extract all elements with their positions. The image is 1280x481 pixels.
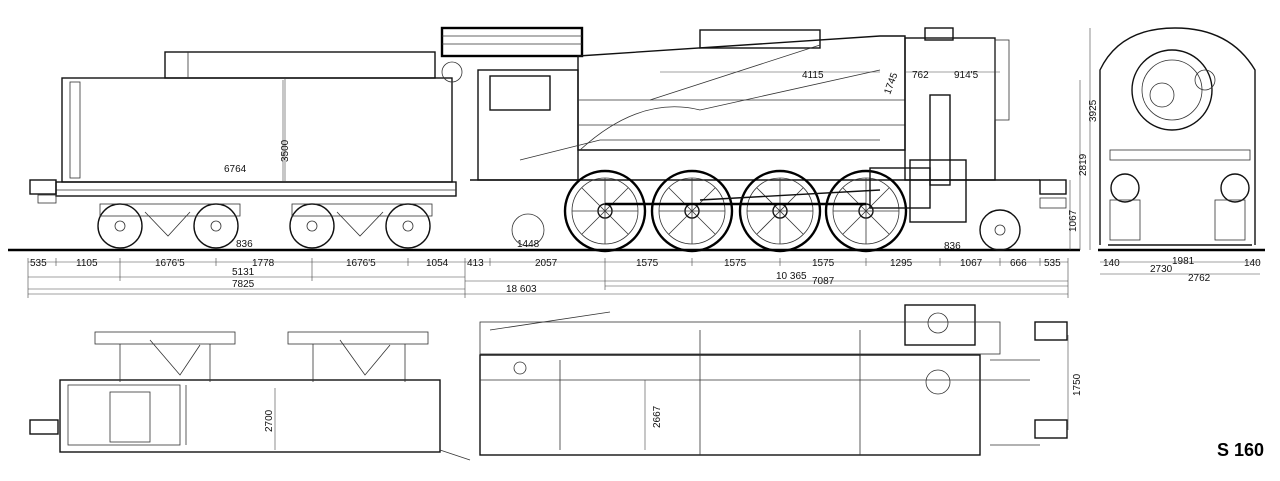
dim-tender-total: 7825: [232, 279, 255, 290]
dim-pony-wheel: 836: [944, 241, 961, 252]
dim-front-1: 1981: [1172, 256, 1195, 267]
dim-loco-total-wb: 10 365: [776, 271, 807, 282]
dim-driver-wheel: 1448: [517, 239, 540, 250]
dim-front-2: 140: [1244, 258, 1261, 269]
dim-lw-6: 666: [1010, 258, 1027, 269]
dim-tender-height: 3500: [280, 139, 291, 162]
dim-tw-4: 1676'5: [346, 258, 376, 269]
dim-lw-2: 1575: [724, 258, 747, 269]
dim-lw-0: 2057: [535, 258, 558, 269]
pony-wheel: [979, 209, 1021, 251]
dim-lw-5: 1067: [960, 258, 983, 269]
dim-tender-length: 6764: [224, 164, 247, 175]
dim-boiler-center: 2819: [1078, 153, 1089, 176]
dim-tender-bogie-centers: 5131: [232, 267, 255, 278]
dim-lw-4: 1295: [890, 258, 913, 269]
dim-chimney: 1745: [882, 71, 900, 96]
tender-bogie-rear: [97, 203, 241, 249]
locomotive-side-view: [440, 26, 1067, 253]
dim-tw-6: 413: [467, 258, 484, 269]
dim-total-height: 3925: [1088, 99, 1099, 122]
dim-tw-0: 535: [30, 258, 47, 269]
dim-tw-5: 1054: [426, 258, 449, 269]
dim-lw-3: 1575: [812, 258, 835, 269]
plan-view-tender: [29, 331, 471, 461]
dim-tender-wheel: 836: [236, 239, 253, 250]
dim-plan-loco-width: 2667: [652, 405, 663, 428]
dim-tw-1: 1105: [76, 258, 98, 269]
dim-lw-1: 1575: [636, 258, 659, 269]
dim-smokebox-a: 762: [912, 70, 929, 81]
dim-front-0: 140: [1103, 258, 1120, 269]
tender-bogie-front: [289, 203, 433, 249]
dim-boiler: 4115: [802, 70, 824, 81]
dim-lw-7: 535: [1044, 258, 1061, 269]
dim-front-3: 2730: [1150, 264, 1173, 275]
dim-plan-buffer-spacing: 1750: [1072, 373, 1083, 396]
dimension-lines: [27, 28, 1260, 450]
dim-tw-2: 1676'5: [155, 258, 185, 269]
drawing-title: S 160: [1216, 440, 1264, 460]
dim-buffer-height: 1067: [1068, 209, 1079, 232]
dimension-labels: 6764 3500 4115 1745 762 914'5 2819 3925 …: [30, 70, 1261, 432]
tender-side-view: [29, 51, 457, 249]
dim-tw-3: 1778: [252, 258, 275, 269]
dim-smokebox-b: 914'5: [954, 70, 979, 81]
dim-plan-tender-width: 2700: [264, 409, 275, 432]
plan-view-locomotive: [479, 304, 1068, 456]
dim-overall-length: 18 603: [506, 284, 537, 295]
dim-loco-rigid: 7087: [812, 276, 835, 287]
front-view: [1099, 27, 1256, 246]
dim-front-4: 2762: [1188, 273, 1211, 284]
